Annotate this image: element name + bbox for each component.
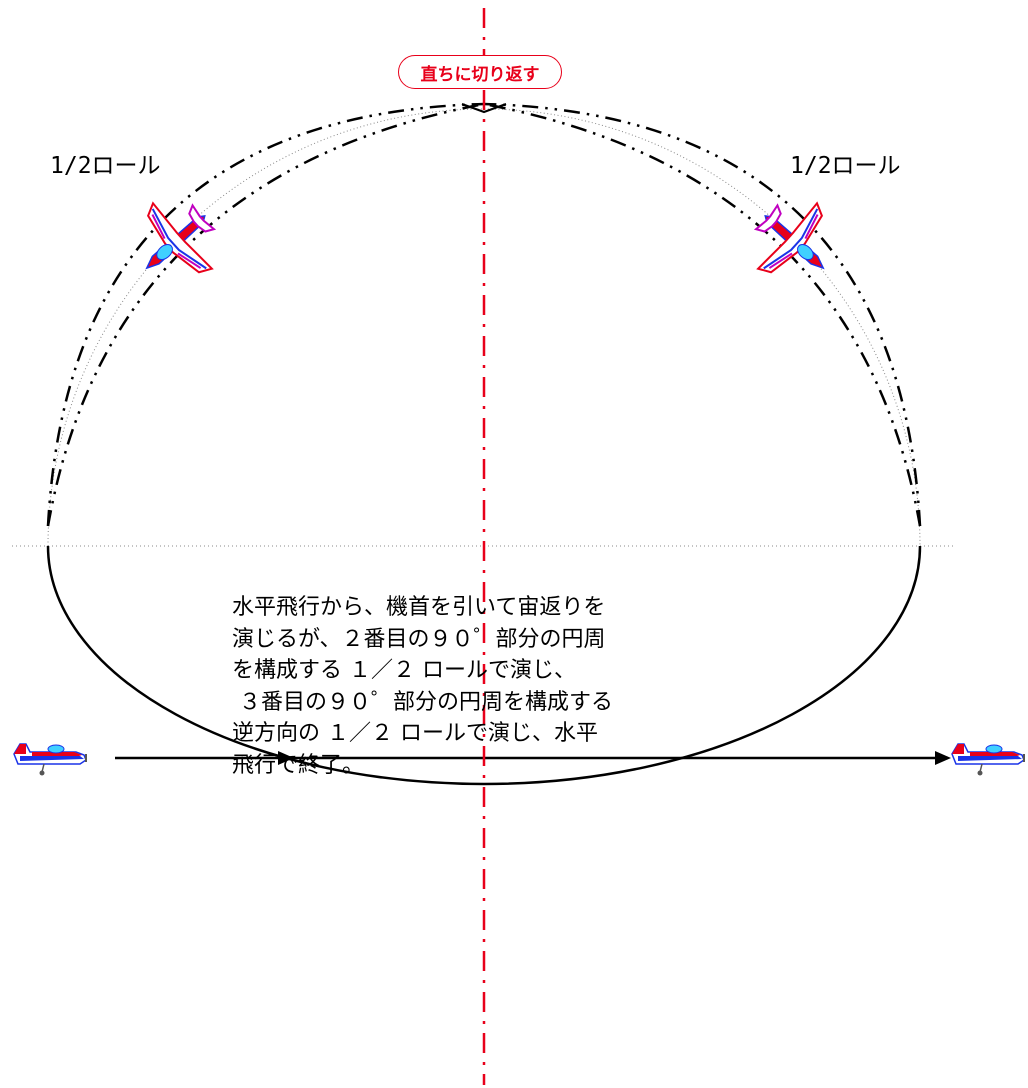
description-line: 飛行で終了。	[232, 752, 365, 778]
maneuver-description: 水平飛行から、機首を引いて宙返りを 演じるが、２番目の９０゜部分の円周 を構成す…	[232, 592, 752, 781]
right-roll-path-outer	[483, 102, 922, 527]
left-roll-label: 1/2ロール	[50, 153, 161, 179]
description-line: 水平飛行から、機首を引いて宙返りを	[232, 595, 606, 620]
left-roll-path-outer	[46, 102, 485, 527]
description-line: 逆方向の １／２ ロールで演じ、水平	[232, 721, 598, 746]
top-cusp	[461, 103, 507, 114]
turnaround-callout-text: 直ちに切り返す	[420, 64, 540, 85]
description-line: ３番目の９０゜部分の円周を構成する	[232, 689, 613, 715]
turnaround-callout: 直ちに切り返す	[398, 55, 562, 89]
description-line: 演じるが、２番目の９０゜部分の円周	[232, 626, 606, 652]
roll-plane-right-icon	[734, 182, 854, 302]
entry-arrow-icon	[278, 751, 294, 765]
roll-plane-left-icon	[116, 182, 236, 302]
right-roll-label: 1/2ロール	[790, 153, 901, 179]
loop-lower-half	[46, 545, 922, 786]
nominal-circle-upper	[47, 108, 921, 547]
right-roll-path-inner	[483, 102, 922, 527]
entry-plane-icon	[13, 743, 88, 777]
exit-plane-icon	[951, 743, 1026, 777]
description-line: を構成する １／２ ロールで演じ、	[232, 658, 576, 683]
exit-arrow-icon	[935, 751, 951, 765]
